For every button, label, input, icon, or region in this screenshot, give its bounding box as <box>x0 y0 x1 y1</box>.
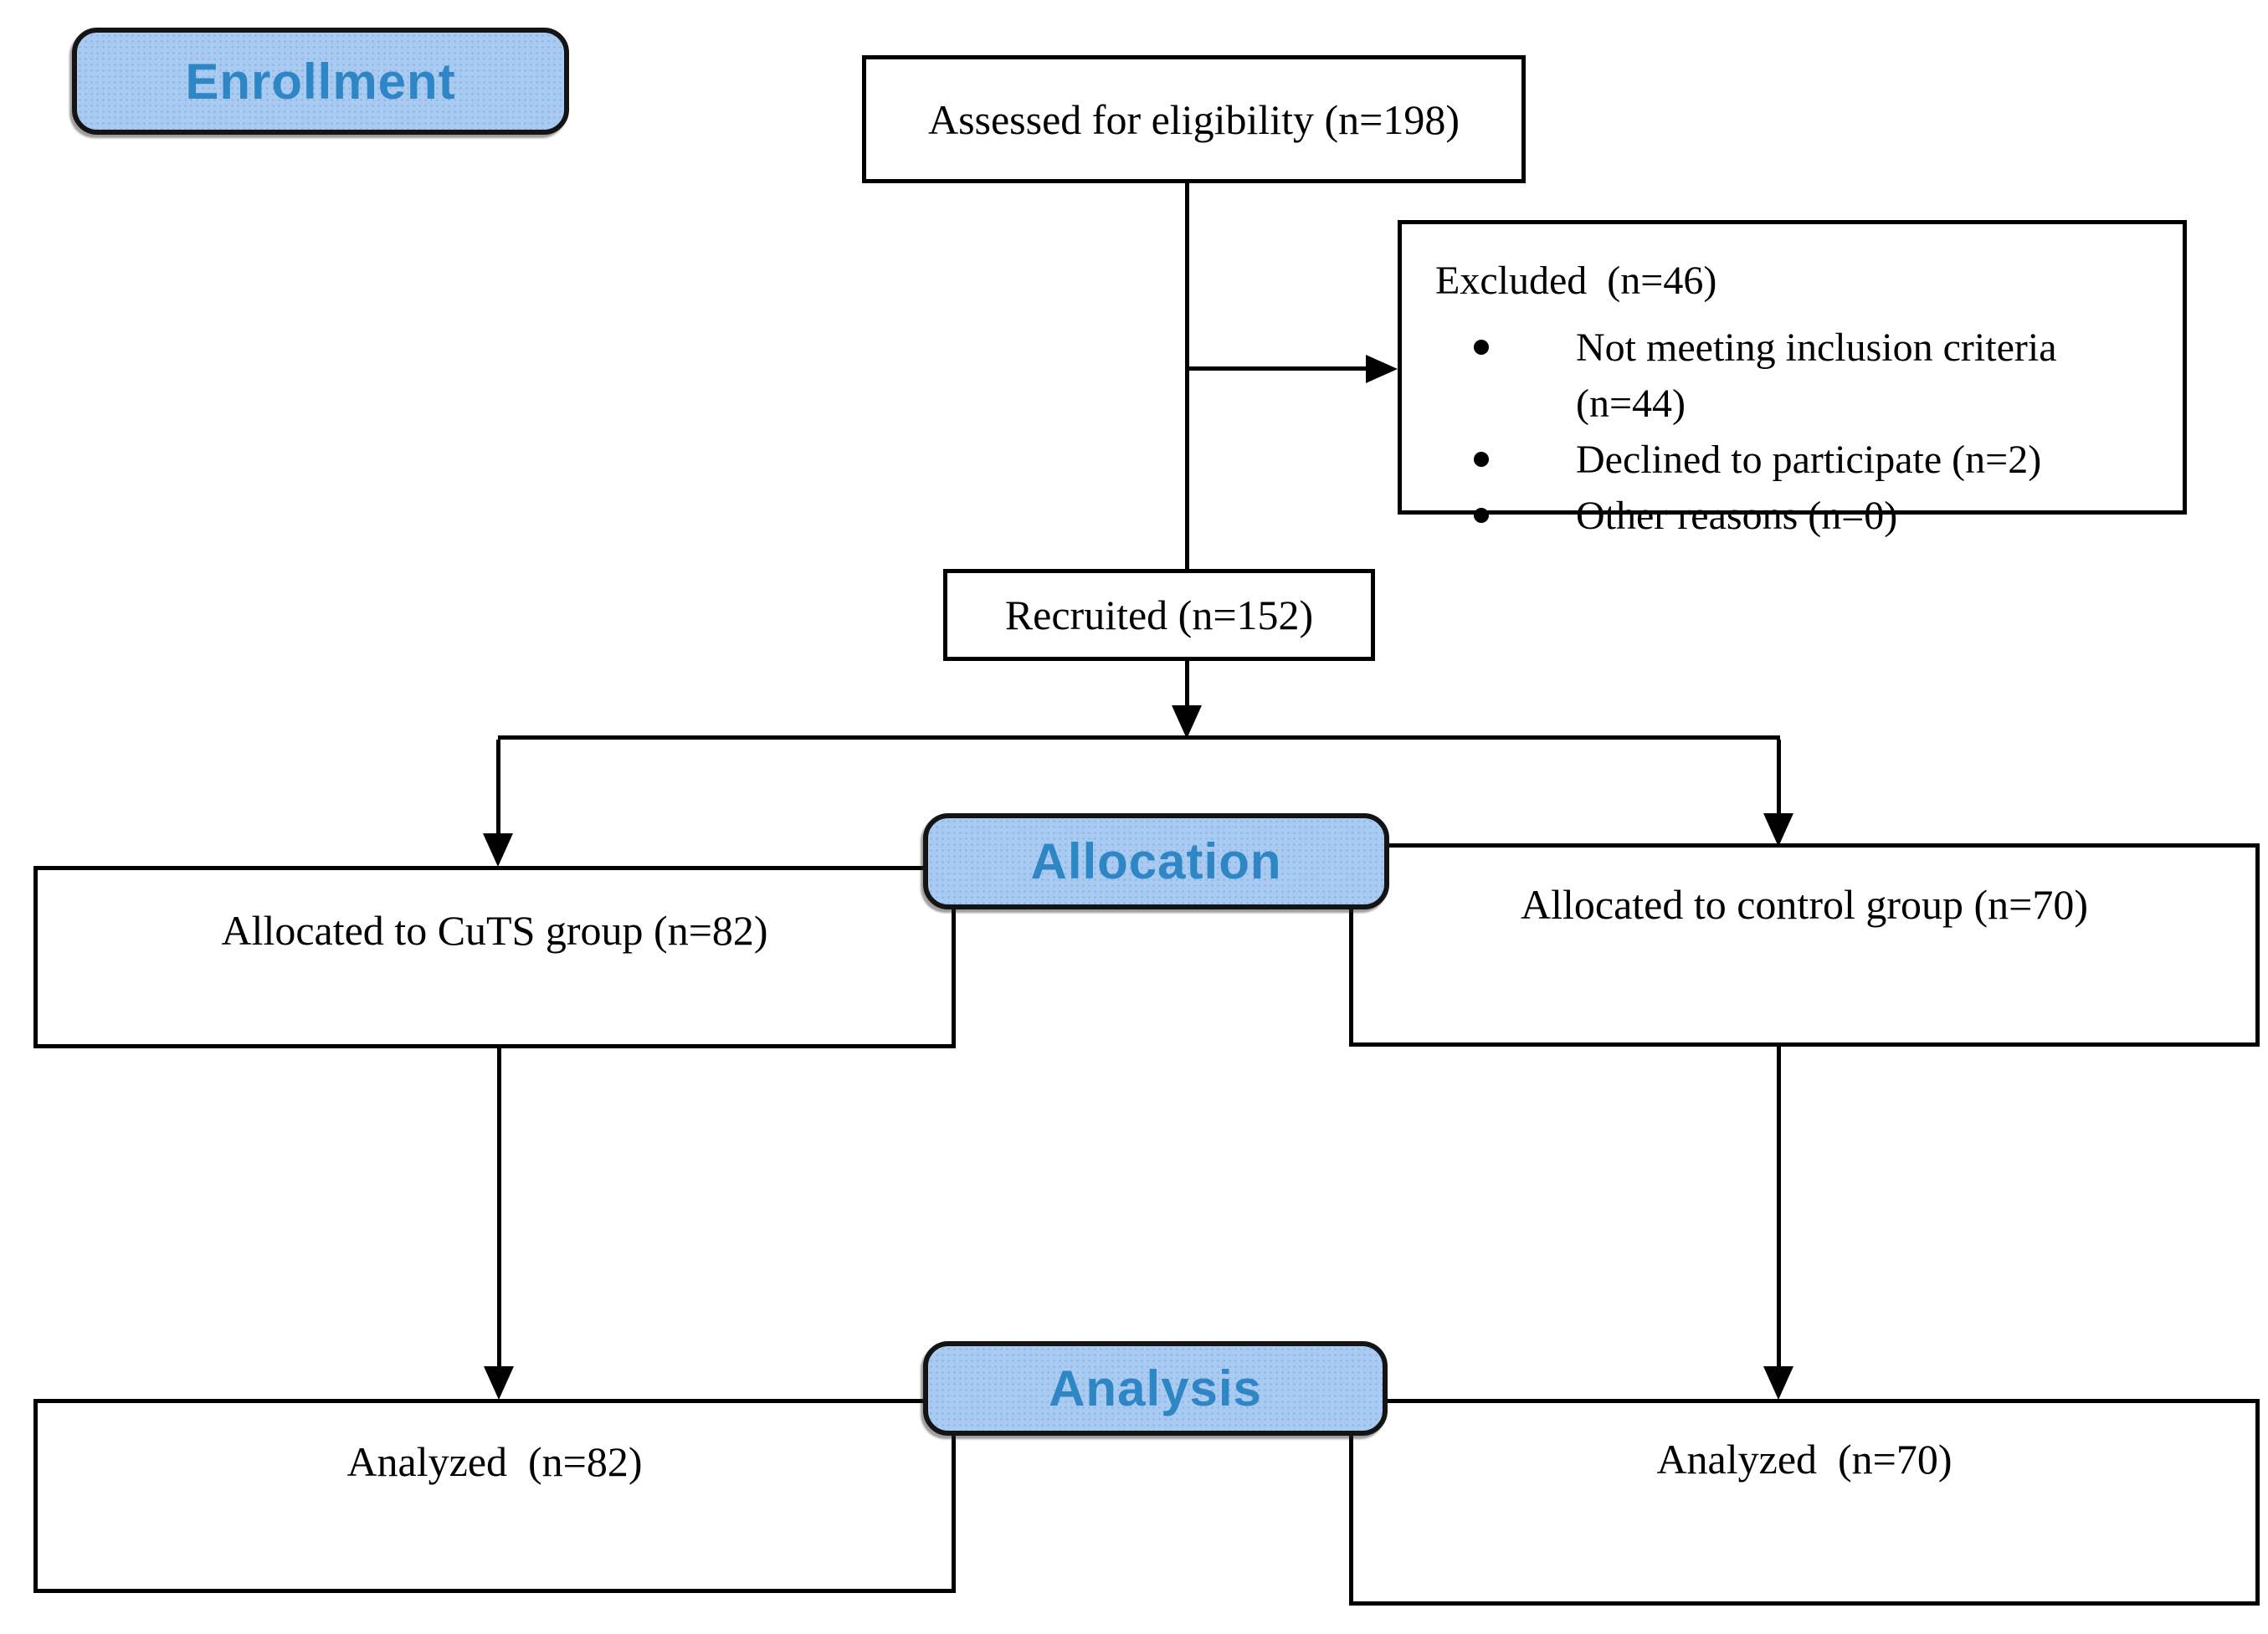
box-assessed-for-eligibility: Assessed for eligibility (n=198) <box>862 55 1526 183</box>
box-analyzed-cuts: Analyzed (n=82) <box>33 1399 956 1593</box>
box-analyzed-control-text: Analyzed (n=70) <box>1656 1436 1952 1483</box>
box-recruited: Recruited (n=152) <box>943 569 1375 661</box>
box-allocated-control: Allocated to control group (n=70) <box>1349 843 2260 1047</box>
box-allocated-control-text: Allocated to control group (n=70) <box>1520 881 2089 928</box>
excluded-reason-item: Not meeting inclusion criteria (n=44) <box>1435 320 2158 432</box>
stage-label-allocation: Allocation <box>923 813 1389 909</box>
box-recruited-text: Recruited (n=152) <box>1004 592 1314 638</box>
excluded-reason-item: Other reasons (n=0) <box>1435 488 2158 544</box>
box-allocated-control-content: Allocated to control group (n=70) <box>1353 848 2255 930</box>
bullet-icon <box>1474 340 1489 355</box>
connector-branch-to-excluded <box>1185 366 1367 371</box>
connector-split-to-cuts <box>496 740 500 837</box>
arrowhead-into-control-allocation <box>1763 813 1793 847</box>
connector-recruited-to-split <box>1185 661 1189 709</box>
excluded-reason-list: Not meeting inclusion criteria (n=44) De… <box>1435 320 2158 544</box>
box-excluded-content: Excluded (n=46) Not meeting inclusion cr… <box>1402 224 2183 544</box>
excluded-reason-text: Declined to participate (n=2) <box>1576 438 2042 482</box>
connector-split-to-control <box>1777 740 1781 817</box>
box-allocated-cuts: Allocated to CuTS group (n=82) <box>33 866 956 1048</box>
connector-split-horizontal <box>498 735 1780 740</box>
arrowhead-into-excluded <box>1366 355 1398 383</box>
arrowhead-recruited-split <box>1172 705 1202 739</box>
box-analyzed-cuts-text: Analyzed (n=82) <box>346 1438 643 1485</box>
box-allocated-cuts-text: Allocated to CuTS group (n=82) <box>221 907 768 954</box>
arrowhead-into-cuts-allocation <box>483 833 513 867</box>
box-assessed-content: Assessed for eligibility (n=198) <box>866 59 1521 179</box>
bullet-icon <box>1474 452 1489 467</box>
stage-label-allocation-text: Allocation <box>1030 833 1282 889</box>
arrowhead-into-control-analysis <box>1763 1366 1793 1400</box>
box-allocated-cuts-content: Allocated to CuTS group (n=82) <box>38 870 952 955</box>
box-analyzed-cuts-content: Analyzed (n=82) <box>38 1403 952 1487</box>
excluded-reason-item: Declined to participate (n=2) <box>1435 432 2158 488</box>
box-analyzed-control: Analyzed (n=70) <box>1349 1399 2260 1606</box>
excluded-reason-text: Not meeting inclusion criteria (n=44) <box>1576 325 2057 426</box>
box-excluded: Excluded (n=46) Not meeting inclusion cr… <box>1398 220 2187 538</box>
excluded-reason-text: Other reasons (n=0) <box>1576 494 1898 538</box>
connector-assessed-to-recruited <box>1185 183 1189 569</box>
bullet-icon <box>1474 508 1489 523</box>
connector-control-to-analysis <box>1777 1047 1781 1370</box>
box-excluded-title: Excluded (n=46) <box>1435 259 1717 303</box>
stage-label-analysis-text: Analysis <box>1049 1360 1262 1416</box>
connector-cuts-to-analysis <box>497 1048 501 1370</box>
box-analyzed-control-content: Analyzed (n=70) <box>1353 1403 2255 1484</box>
stage-label-analysis: Analysis <box>923 1341 1388 1436</box>
box-recruited-content: Recruited (n=152) <box>947 573 1371 657</box>
arrowhead-into-cuts-analysis <box>484 1366 514 1400</box>
box-assessed-text: Assessed for eligibility (n=198) <box>927 95 1460 143</box>
stage-label-enrollment: Enrollment <box>72 28 569 135</box>
stage-label-enrollment-text: Enrollment <box>185 53 456 110</box>
